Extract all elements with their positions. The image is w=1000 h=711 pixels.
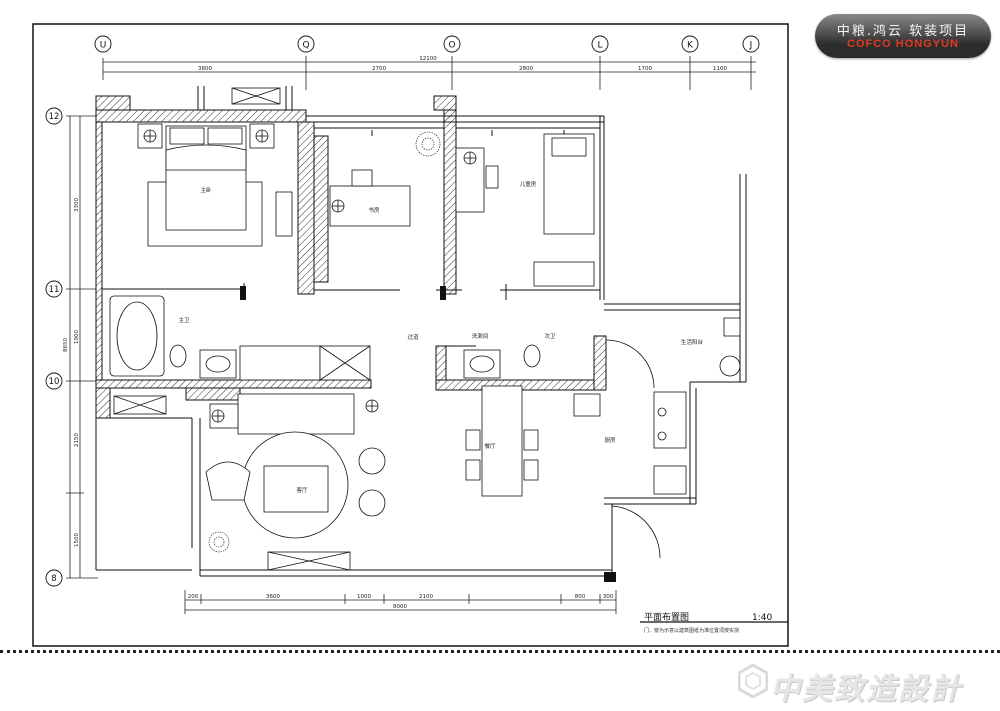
room-label-master-bed: 主卧 xyxy=(200,186,212,194)
top-dim-1: 3800 xyxy=(198,66,212,72)
walls xyxy=(95,95,607,419)
axis-bubble-J xyxy=(742,35,760,53)
plants xyxy=(208,131,441,553)
dining-table xyxy=(481,385,523,497)
drawing-scale: 1:40 xyxy=(752,613,772,623)
room-label-kitchen: 厨房 xyxy=(604,436,616,444)
axis-bubble-11 xyxy=(45,280,63,298)
top-dim-5: 1100 xyxy=(713,66,727,72)
axis-label-J: J xyxy=(749,41,753,51)
footer-logo: 中美致造設計 xyxy=(770,672,962,707)
axis-label-10: 10 xyxy=(49,377,60,387)
child-wardrobe xyxy=(533,261,595,287)
top-dim-3: 2800 xyxy=(519,66,533,72)
lamps xyxy=(143,129,477,423)
tv-cabinet xyxy=(275,191,293,237)
title-block: 平面布置图 1:40 门、窗为示意以建筑图纸为准位置须按实测 xyxy=(640,611,788,634)
axis-bubble-U xyxy=(94,35,112,53)
top-total-dim: 12100 xyxy=(419,56,437,62)
pillars xyxy=(240,286,616,582)
top-dim-4: 1700 xyxy=(638,66,652,72)
kitchen-fridge xyxy=(653,465,687,495)
bottom-dim-6: 300 xyxy=(603,594,614,600)
bottom-dim-3: 1000 xyxy=(357,594,371,600)
windows xyxy=(113,87,351,571)
axis-bubble-10 xyxy=(45,372,63,390)
axis-label-O: O xyxy=(448,41,455,51)
dotted-separator xyxy=(0,650,1000,653)
room-label-child: 儿童房 xyxy=(520,180,537,188)
room-label-bath2: 次卫 xyxy=(544,332,556,340)
axis-bubble-K xyxy=(681,35,699,53)
brand-project-en: COFCO HONGYUN xyxy=(847,38,959,50)
top-dimensions xyxy=(102,56,756,90)
axis-label-12: 12 xyxy=(49,112,60,122)
axis-bubble-Q xyxy=(297,35,315,53)
sheet-border xyxy=(32,23,789,647)
axis-label-11: 11 xyxy=(49,285,60,295)
room-label-living: 客厅 xyxy=(296,486,308,494)
axis-label-U: U xyxy=(100,41,107,51)
axis-label-Q: Q xyxy=(302,41,309,51)
hexagon-logo-icon xyxy=(738,664,768,698)
left-dim-4: 1500 xyxy=(74,533,80,547)
doors xyxy=(605,339,661,559)
drawing-title: 平面布置图 xyxy=(644,611,689,623)
coffee-table xyxy=(263,465,329,513)
axis-label-K: K xyxy=(687,41,694,51)
axis-bubble-L xyxy=(591,35,609,53)
axis-bubble-12 xyxy=(45,107,63,125)
child-desk xyxy=(455,147,485,213)
washing-machine xyxy=(719,355,741,377)
room-label-corridor: 过道 xyxy=(407,333,419,341)
top-dim-2: 2700 xyxy=(372,66,386,72)
bottom-dim-2: 3600 xyxy=(266,594,280,600)
sofa xyxy=(237,393,355,435)
left-dim-2: 1900 xyxy=(74,330,80,344)
wall-lines xyxy=(95,86,747,577)
bottom-dim-1: 200 xyxy=(188,594,199,600)
left-total-dim: 8650 xyxy=(63,338,69,352)
bottom-dim-4: 2100 xyxy=(419,594,433,600)
room-label-wash: 洗漱间 xyxy=(472,332,489,340)
drawing-note: 门、窗为示意以建筑图纸为准位置须按实测 xyxy=(644,627,739,634)
second-toilet xyxy=(523,344,541,368)
brand-project-cn: 中粮.鸿云 软装项目 xyxy=(836,24,970,39)
left-dimensions xyxy=(66,115,98,579)
axis-bubble-O xyxy=(443,35,461,53)
axis-bubble-8 xyxy=(45,569,63,587)
bottom-total-dim: 8000 xyxy=(393,604,407,610)
left-dim-3: 2150 xyxy=(74,433,80,447)
master-toilet xyxy=(169,344,187,368)
kitchen-stove xyxy=(653,391,687,449)
axis-label-8: 8 xyxy=(51,574,56,584)
room-label-study: 书房 xyxy=(368,206,380,214)
bottom-dim-5: 800 xyxy=(575,594,586,600)
furniture xyxy=(109,123,741,539)
corridor-wardrobe xyxy=(239,345,321,381)
room-label-laundry: 生活阳台 xyxy=(681,338,704,346)
room-label-bath-main: 主卫 xyxy=(178,316,190,324)
axis-label-L: L xyxy=(597,41,602,51)
left-dim-1: 3300 xyxy=(74,198,80,212)
lounge-chair xyxy=(205,461,251,501)
brand-badge: 中粮.鸿云 软装项目 COFCO HONGYUN xyxy=(815,14,991,58)
bottom-dimensions xyxy=(184,590,617,614)
room-label-dining: 餐厅 xyxy=(484,442,496,450)
